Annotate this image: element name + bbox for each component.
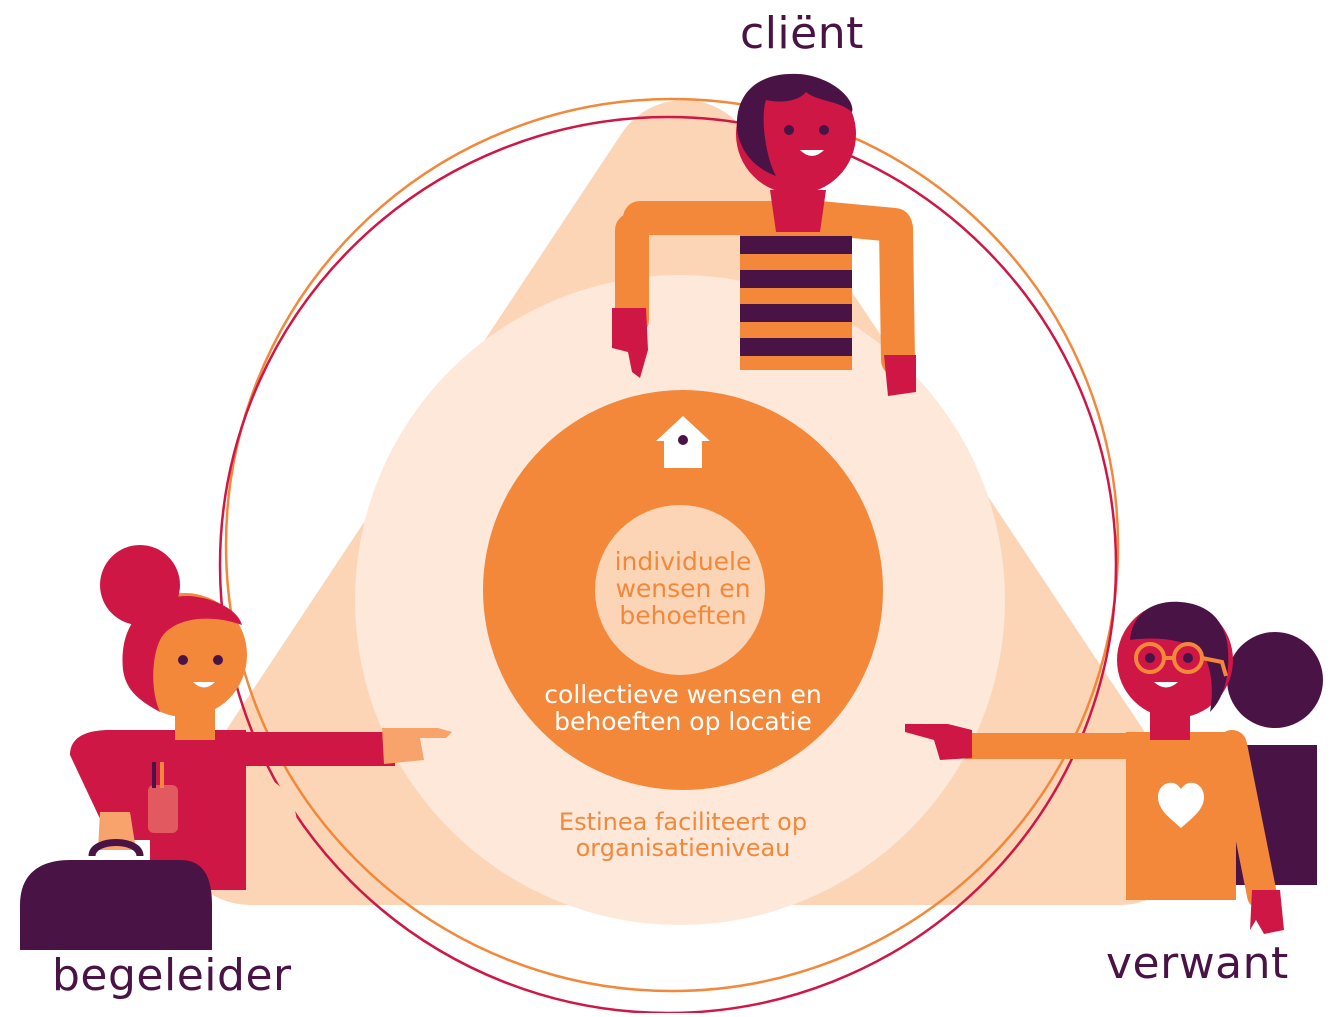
outer-circle-label: Estinea faciliteert op organisatieniveau: [558, 808, 808, 862]
middle-circle-label: collectieve wensen en behoeften op locat…: [544, 680, 822, 736]
heart-icon: [1158, 782, 1204, 828]
inner-circle: [595, 505, 765, 675]
glasses-icon: [1134, 642, 1228, 677]
inner-circle-label: individuele wensen en behoeften: [614, 547, 752, 630]
label-verwant: verwant: [1106, 938, 1289, 989]
label-client: cliënt: [740, 8, 864, 59]
outer-ring-orange: [224, 97, 1120, 993]
begeleider-figure: [20, 545, 452, 950]
bag-icon: [20, 839, 212, 950]
label-begeleider: begeleider: [52, 950, 292, 1001]
client-figure: [612, 73, 916, 396]
verwant-figure: [905, 601, 1323, 934]
house-icon: [656, 416, 710, 468]
